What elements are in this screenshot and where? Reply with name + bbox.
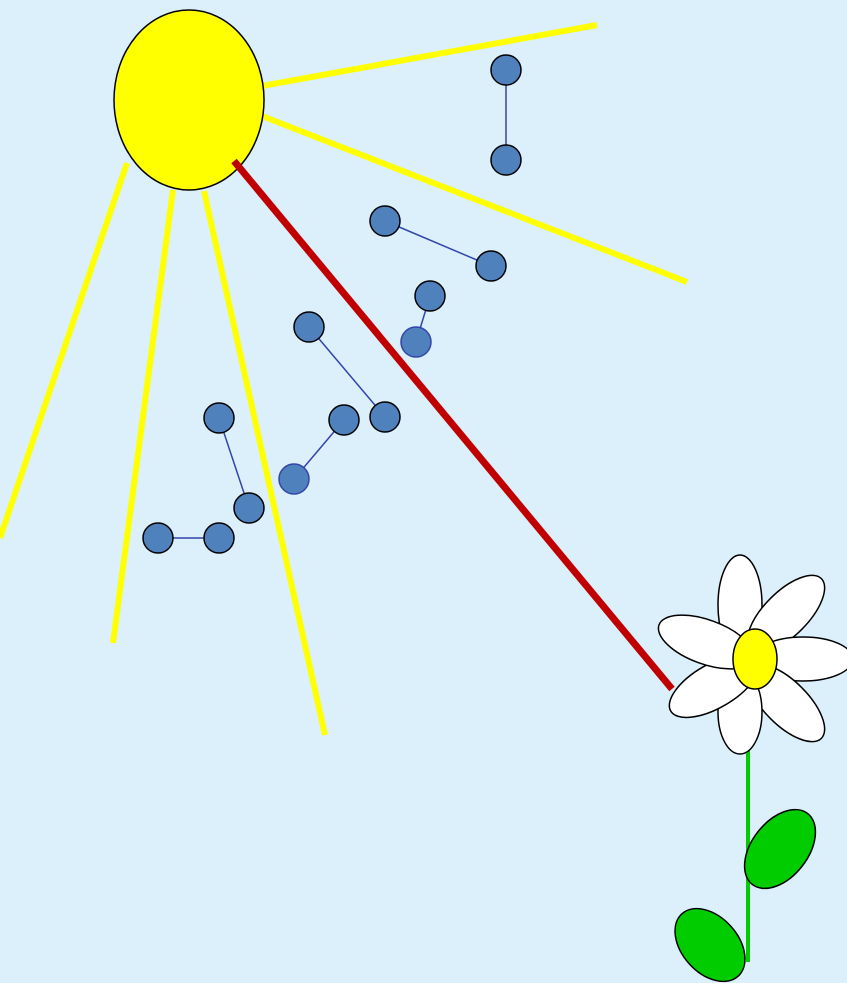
sun xyxy=(114,10,264,190)
molecule-atom xyxy=(415,281,445,311)
molecule-atom xyxy=(143,523,173,553)
molecule-atom xyxy=(370,402,400,432)
molecule-atom xyxy=(476,251,506,281)
molecule-atom xyxy=(329,405,359,435)
molecule-atom xyxy=(204,523,234,553)
molecule-atom xyxy=(279,464,309,494)
molecule-atom xyxy=(491,55,521,85)
molecule-atom xyxy=(491,145,521,175)
molecule-atom xyxy=(370,206,400,236)
molecule-atom xyxy=(294,312,324,342)
molecule-atom xyxy=(401,327,431,357)
flower-center xyxy=(733,629,777,689)
molecule-atom xyxy=(204,403,234,433)
molecule-atom xyxy=(234,493,264,523)
